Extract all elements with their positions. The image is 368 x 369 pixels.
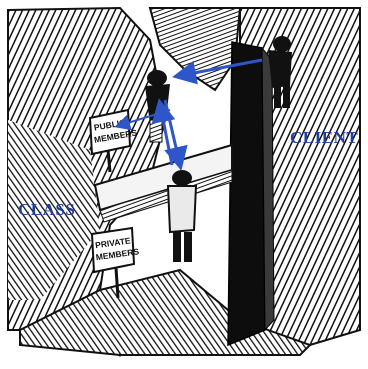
class-label: CLASS [18, 200, 75, 220]
door-panel [228, 42, 265, 345]
client-label: CLIENT [290, 128, 358, 148]
